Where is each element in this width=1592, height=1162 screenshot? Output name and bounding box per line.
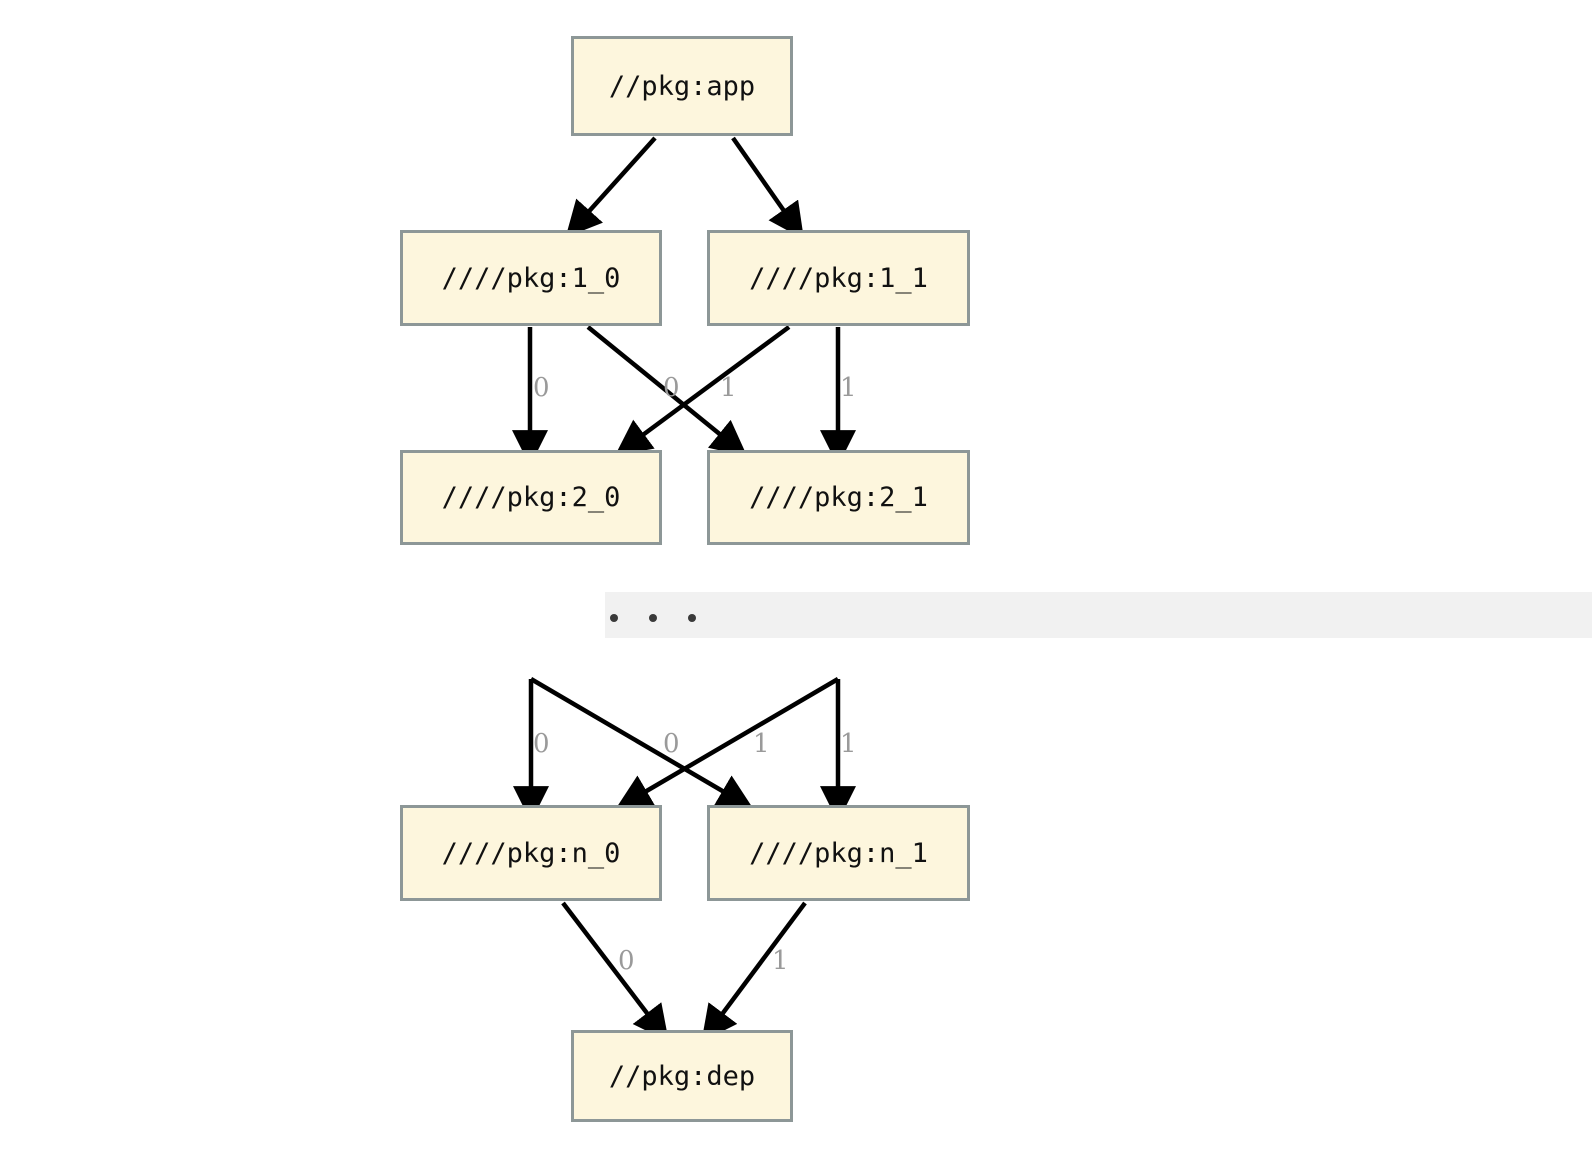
- truncation-ellipsis-icon: [610, 614, 727, 622]
- truncation-band: [605, 592, 1592, 638]
- edge-label-cut-to-n_1-alt: 1: [840, 729, 857, 759]
- node-pkg-1_1[interactable]: ////pkg:1_1: [707, 230, 970, 326]
- node-pkg-n_1-label: ////pkg:n_1: [749, 837, 928, 869]
- edge-label-1_0-to-2_0: 0: [533, 373, 550, 403]
- edge-label-1_1-to-2_1: 1: [840, 373, 857, 403]
- edge-1_0-to-2_1: [586, 325, 748, 457]
- node-pkg-1_0[interactable]: ////pkg:1_0: [400, 230, 662, 326]
- node-dep-label: //pkg:dep: [608, 1060, 756, 1092]
- node-pkg-n_0-label: ////pkg:n_0: [441, 837, 621, 869]
- edge-label-cut-to-n_0-alt: 1: [753, 729, 770, 759]
- edge-label-cut-to-n_0: 0: [533, 729, 550, 759]
- edge-app-to-1_1: [731, 136, 804, 240]
- edge-label-1_0-to-2_1: 0: [663, 373, 680, 403]
- node-pkg-n_1[interactable]: ////pkg:n_1: [707, 805, 970, 901]
- node-pkg-n_0[interactable]: ////pkg:n_0: [400, 805, 662, 901]
- node-pkg-2_0[interactable]: ////pkg:2_0: [400, 450, 662, 545]
- edge-app-to-1_0: [565, 136, 657, 238]
- node-app-label: //pkg:app: [608, 70, 756, 102]
- node-pkg-1_0-label: ////pkg:1_0: [441, 262, 621, 294]
- edge-1_1-to-2_0: [615, 325, 791, 456]
- ellipsis-dot-3: [688, 614, 696, 622]
- node-pkg-1_1-label: ////pkg:1_1: [749, 262, 928, 294]
- edge-label-n_1-to-dep: 1: [772, 946, 789, 976]
- edge-cut-to-n_1: [529, 677, 754, 810]
- edge-label-cut-to-n_1: 0: [663, 729, 680, 759]
- edge-n_0-to-dep: [561, 901, 669, 1042]
- edge-cut-to-n_0-alt: [615, 677, 840, 810]
- edge-label-1_1-to-2_0: 1: [720, 373, 737, 403]
- ellipsis-dot-1: [610, 614, 618, 622]
- edge-n_1-to-dep: [701, 901, 807, 1042]
- node-pkg-2_1[interactable]: ////pkg:2_1: [707, 450, 970, 545]
- ellipsis-dot-2: [649, 614, 657, 622]
- edge-label-n_0-to-dep: 0: [618, 946, 635, 976]
- node-pkg-2_0-label: ////pkg:2_0: [441, 482, 621, 513]
- node-app[interactable]: //pkg:app: [571, 36, 793, 136]
- node-pkg-2_1-label: ////pkg:2_1: [749, 482, 928, 513]
- node-dep[interactable]: //pkg:dep: [571, 1030, 793, 1122]
